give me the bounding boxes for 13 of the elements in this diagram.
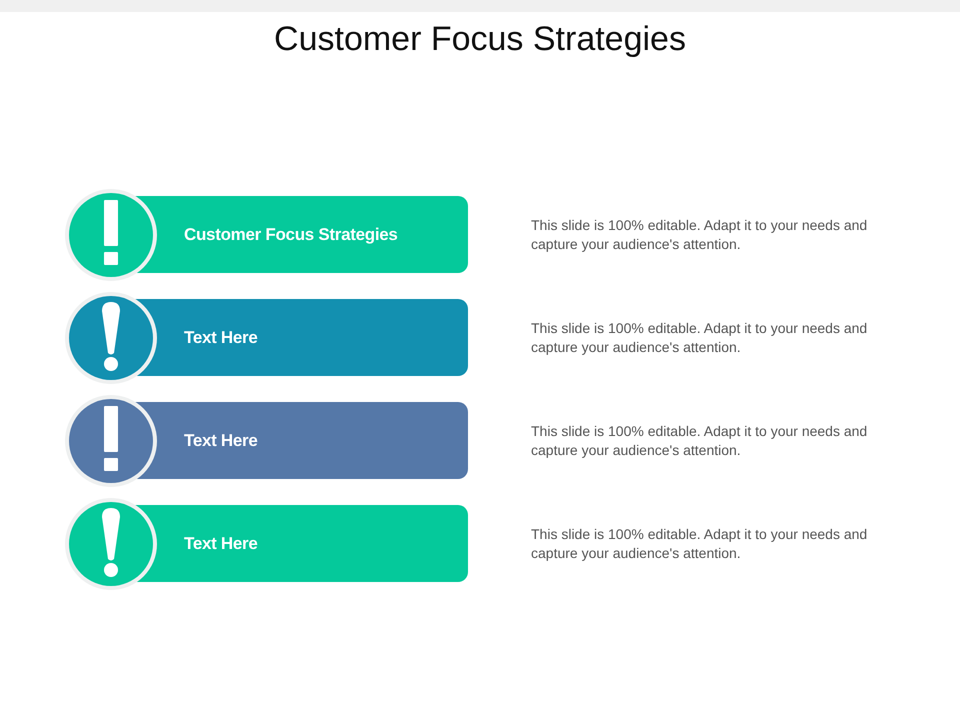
description: This slide is 100% editable. Adapt it to your needs and capture your audience's attention. <box>531 422 868 460</box>
description: This slide is 100% editable. Adapt it to your needs and capture your audience's attention. <box>531 216 868 254</box>
bar-label: Text Here <box>184 327 258 349</box>
title: Customer Focus Strategies <box>273 20 687 59</box>
label-bar <box>158 505 468 582</box>
bar-label: Text Here <box>184 533 258 555</box>
description: This slide is 100% editable. Adapt it to your needs and capture your audience's attention. <box>531 319 868 357</box>
label-bar <box>158 299 468 376</box>
description: This slide is 100% editable. Adapt it to your needs and capture your audience's attention. <box>531 525 868 563</box>
label-bar <box>158 196 468 273</box>
bar-label: Customer Focus Strategies <box>184 224 398 246</box>
bar-label: Text Here <box>184 430 258 452</box>
label-bar <box>158 402 468 479</box>
